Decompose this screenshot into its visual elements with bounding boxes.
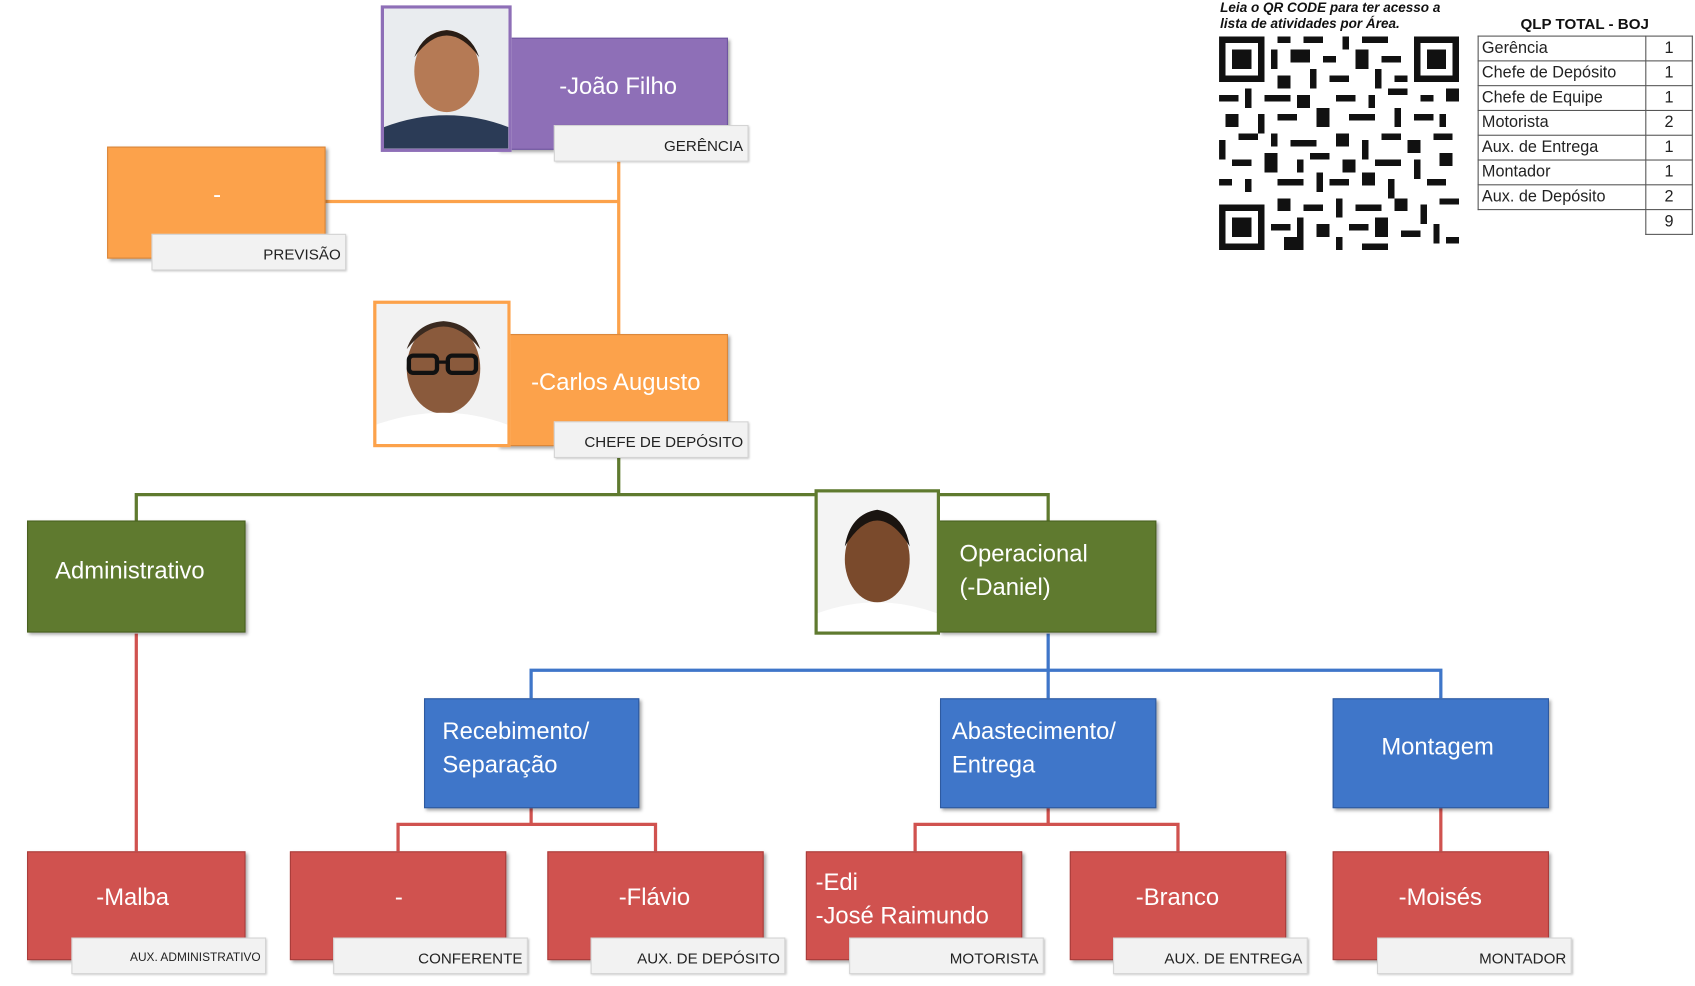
node-conferente-name: - (394, 883, 403, 911)
qlp-row-label: Chefe de Equipe (1477, 85, 1647, 111)
node-branco-role: AUX. DE ENTREGA (1113, 937, 1308, 975)
qlp-total-spacer (1478, 210, 1646, 235)
node-previsao-role: PREVISÃO (151, 233, 347, 271)
chefe-photo (373, 300, 511, 448)
qr-caption: Leia o QR CODE para ter acesso a lista d… (1220, 0, 1441, 32)
node-previsao-name: - (213, 181, 222, 208)
node-abastecimento[interactable]: Abastecimento/ Entrega (939, 698, 1157, 809)
gerente-photo (380, 5, 512, 152)
person-photo-icon (376, 303, 508, 444)
node-moises-role: MONTADOR (1377, 937, 1572, 975)
node-flavio-role: AUX. DE DEPÓSITO (590, 937, 786, 975)
node-motorista-role: MOTORISTA (849, 937, 1044, 975)
qlp-row-label: Aux. de Entrega (1477, 134, 1647, 161)
node-gerente-name: -João Filho (559, 72, 677, 100)
line-blue-bar (529, 668, 1443, 699)
node-administrativo-name: Administrativo (55, 557, 205, 585)
node-abastecimento-name: Abastecimento/ Entrega (951, 717, 1116, 779)
qlp-row-value: 1 (1645, 35, 1693, 62)
qlp-row-label: Motorista (1477, 109, 1647, 136)
operacional-photo (814, 489, 940, 635)
qlp-row-label: Chefe de Depósito (1477, 60, 1647, 87)
line-rec-bar (396, 822, 658, 852)
person-photo-icon (817, 492, 937, 632)
node-administrativo[interactable]: Administrativo (27, 520, 246, 633)
qlp-row-value: 2 (1645, 184, 1693, 211)
node-conferente-role: CONFERENTE (333, 937, 528, 975)
node-recebimento[interactable]: Recebimento/ Separação (424, 698, 640, 809)
node-malba-role: AUX. ADMINISTRATIVO (71, 937, 267, 975)
person-photo-icon (384, 8, 509, 149)
node-malba-name: -Malba (96, 883, 170, 911)
qr-code-icon[interactable] (1219, 36, 1460, 252)
qlp-row-value: 2 (1645, 109, 1693, 136)
node-operacional[interactable]: Operacional (-Daniel) (938, 520, 1157, 633)
qlp-row-label: Aux. de Depósito (1477, 184, 1647, 211)
line-abs-bar (913, 822, 1180, 852)
qlp-row-label: Gerência (1477, 35, 1647, 62)
qlp-row-value: 1 (1645, 60, 1693, 87)
node-gerente-role: GERÊNCIA (553, 125, 749, 162)
qlp-row-value: 1 (1645, 134, 1693, 161)
qlp-total-row: 9 (1478, 209, 1693, 235)
qlp-row-label: Montador (1477, 159, 1647, 186)
node-flavio-name: -Flávio (618, 883, 691, 911)
node-operacional-name: Operacional (-Daniel) (959, 539, 1088, 601)
node-branco-name: -Branco (1135, 883, 1220, 911)
node-montagem-name: Montagem (1381, 732, 1494, 760)
node-chefe-name: -Carlos Augusto (531, 368, 701, 396)
qlp-row-value: 1 (1645, 159, 1693, 186)
line-green-bar (134, 493, 1050, 521)
node-moises-name: -Moisés (1398, 883, 1482, 911)
node-motorista-name: -Edi -José Raimundo (815, 868, 989, 929)
node-recebimento-name: Recebimento/ Separação (442, 717, 590, 779)
qlp-row-value: 1 (1645, 85, 1693, 111)
qlp-total-value: 9 (1645, 209, 1693, 235)
qlp-title: QLP TOTAL - BOJ (1520, 15, 1649, 33)
node-chefe-role: CHEFE DE DEPÓSITO (553, 421, 749, 458)
node-montagem[interactable]: Montagem (1332, 698, 1549, 809)
